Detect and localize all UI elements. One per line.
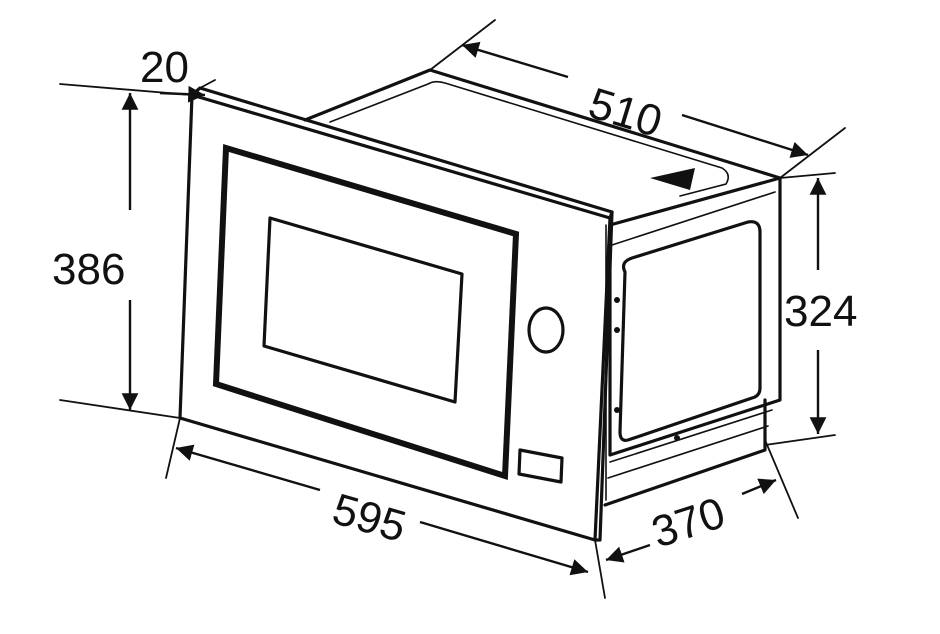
body-side-top-edge: [611, 191, 776, 246]
dim-label-370: 370: [646, 488, 731, 557]
dimline-370-a: [605, 543, 651, 563]
ext-370-right: [764, 439, 799, 519]
body-side-panel: [608, 176, 782, 457]
front-frame: [178, 86, 614, 542]
dim-label-20: 20: [140, 43, 189, 92]
dimension-386: 386: [52, 93, 181, 419]
dim-label-386: 386: [52, 245, 125, 294]
frame-face: [178, 93, 612, 542]
dimline-510-b: [681, 113, 809, 158]
body-side-window: [618, 220, 762, 442]
dimline-510-a: [461, 41, 569, 79]
dimline-595-a: [175, 444, 321, 492]
door-window: [262, 216, 464, 404]
dimline-370-b: [741, 478, 777, 496]
dimension-370: 370: [605, 439, 799, 563]
dim-label-324: 324: [784, 287, 857, 336]
body-top-inner-panel: [329, 80, 730, 197]
side-bolt-1: [614, 297, 620, 303]
ext-20-right: [199, 79, 216, 89]
frame-right-thickness: [593, 210, 614, 542]
oven-body: [303, 68, 782, 507]
dimline-20: [159, 85, 206, 103]
dimension-20: 20: [59, 43, 216, 103]
door-outer-border: [212, 144, 520, 481]
control-knob: [527, 306, 565, 354]
dim-label-510: 510: [583, 79, 668, 147]
body-bottom-rail-2: [607, 425, 769, 479]
ext-595-left: [165, 417, 181, 479]
dimension-595: 595: [165, 417, 606, 599]
body-top-surface: [303, 68, 782, 227]
dimline-595-b: [419, 520, 589, 576]
top-vent-triangle: [650, 168, 695, 190]
side-bolt-3: [614, 407, 620, 413]
side-bolt-4: [674, 435, 680, 441]
ext-386-bottom: [59, 399, 181, 419]
ext-595-right: [594, 539, 606, 599]
door-release-button: [517, 448, 564, 484]
body-bottom-base: [603, 398, 767, 507]
body-bottom-rail-1: [609, 409, 773, 463]
dimension-324: 324: [764, 172, 857, 446]
side-bolt-2: [614, 327, 620, 333]
dim-label-595: 595: [327, 485, 411, 552]
dimension-510: 510: [429, 19, 846, 179]
ext-324-bottom: [764, 434, 836, 446]
ext-324-top: [779, 172, 836, 179]
ext-510-right: [779, 127, 846, 179]
